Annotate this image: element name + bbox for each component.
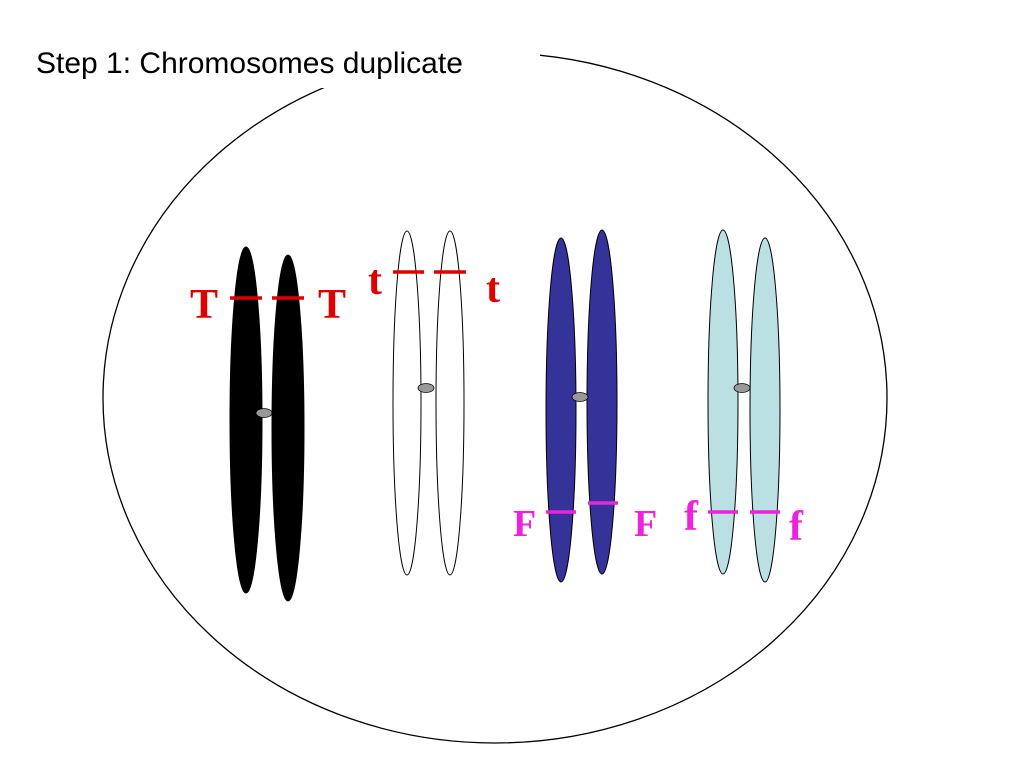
chromosome-pair-2: t t (368, 230, 500, 576)
allele-label-3b: F (634, 503, 657, 545)
centromere-1 (255, 408, 273, 418)
chromosome-pair-3: F F (513, 229, 657, 583)
chromatid-1b (271, 254, 305, 602)
chromatid-2a (392, 230, 422, 576)
centromere-2 (417, 383, 435, 393)
allele-label-1a: T (190, 282, 218, 328)
allele-label-1b: T (318, 282, 346, 328)
chromatid-2b (435, 230, 465, 576)
allele-label-4a: f (684, 494, 699, 540)
step-title: Step 1: Chromosomes duplicate (36, 47, 463, 80)
chromosome-pair-1: T T (190, 246, 346, 602)
centromere-3 (571, 392, 589, 402)
chromatid-4b (749, 237, 781, 583)
allele-label-2b: t (486, 266, 500, 312)
allele-label-2a: t (368, 258, 382, 304)
chromosome-pair-4: f f (684, 229, 804, 583)
title-background (28, 40, 540, 88)
allele-label-4b: f (789, 504, 804, 550)
chromatid-3b (586, 229, 618, 575)
allele-label-3a: F (513, 503, 536, 545)
chromatid-3a (545, 237, 577, 583)
chromatid-1a (229, 246, 263, 594)
chromatid-4a (707, 229, 739, 575)
centromere-4 (733, 383, 751, 393)
